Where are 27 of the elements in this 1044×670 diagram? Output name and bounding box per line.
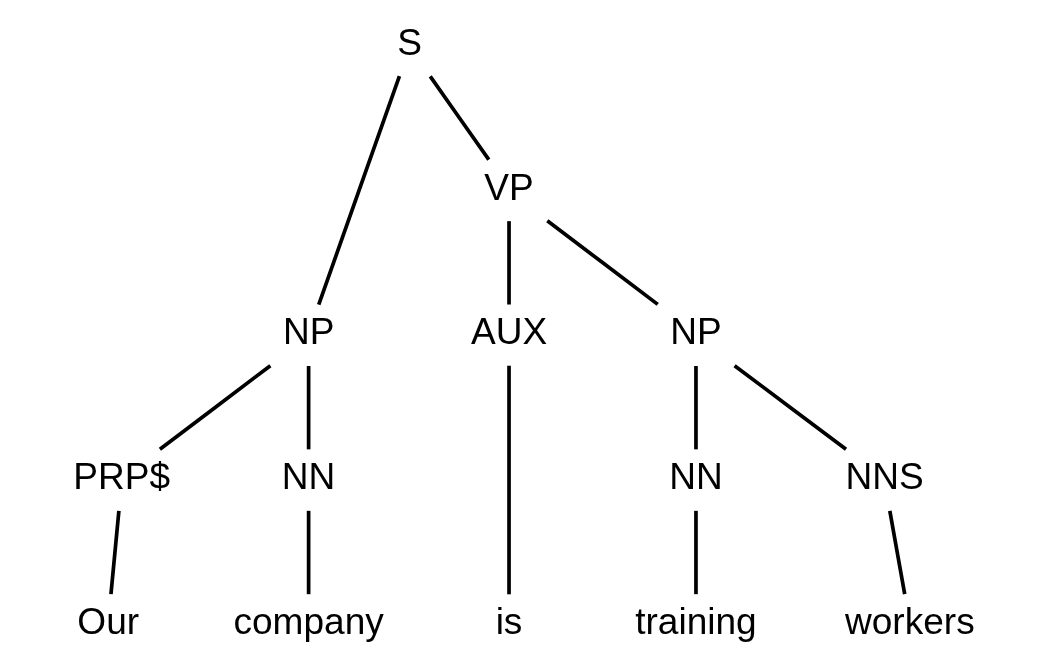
node-text: workers <box>844 600 975 643</box>
connector <box>733 364 847 451</box>
connector <box>306 510 310 595</box>
connector <box>693 510 698 595</box>
node-text: is <box>495 600 522 643</box>
node-text: company <box>232 600 384 643</box>
connector <box>316 75 401 306</box>
node-text: NN <box>281 455 335 498</box>
connector <box>108 510 121 595</box>
node-text: NN <box>668 455 723 498</box>
connector <box>506 221 511 305</box>
node-text: Our <box>76 600 139 643</box>
node-text: training <box>634 600 757 643</box>
node-text: VP <box>483 165 534 208</box>
node-text: NP <box>282 310 334 353</box>
connector <box>693 366 698 450</box>
connector <box>158 364 271 451</box>
node-text: NP <box>669 310 722 353</box>
node-text: AUX <box>470 310 547 353</box>
connector <box>545 219 659 306</box>
connector <box>428 75 490 161</box>
connector <box>306 366 310 450</box>
node-text: NNS <box>844 455 924 498</box>
connector <box>887 510 907 595</box>
node-text: PRP$ <box>72 455 170 498</box>
node-text: S <box>396 20 422 63</box>
connector <box>506 365 511 595</box>
